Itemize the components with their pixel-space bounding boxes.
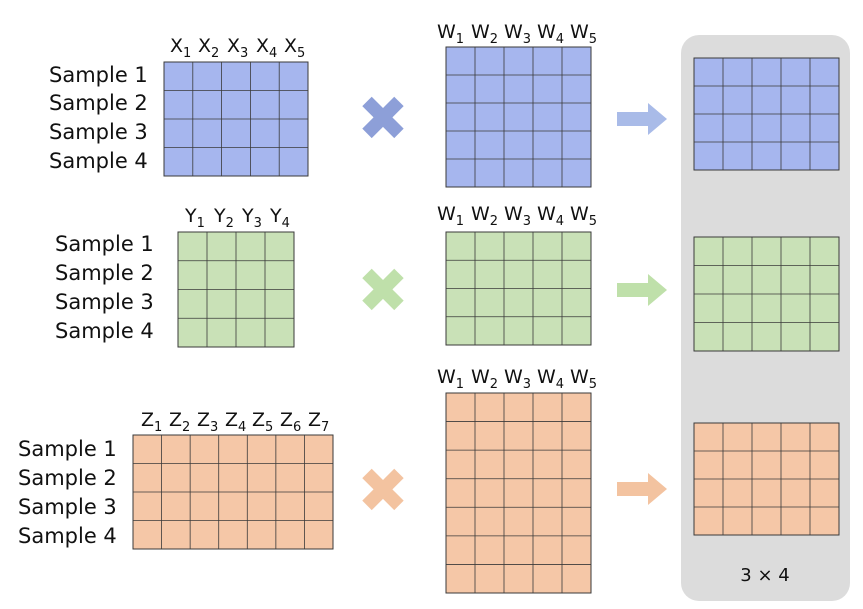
header-w-x-4: W4 — [537, 21, 564, 47]
weight-matrix-z-body — [445, 392, 592, 594]
header-y-1: Y1 — [184, 205, 205, 231]
output-matrix-x — [693, 57, 840, 171]
sample-label-x-1: Sample 1 — [49, 63, 148, 87]
sample-label-z-2: Sample 2 — [18, 466, 117, 490]
header-x-5: X5 — [284, 35, 305, 61]
sample-label-y-4: Sample 4 — [55, 319, 154, 343]
header-z-4: Z4 — [225, 409, 246, 435]
header-z-3: Z3 — [197, 409, 218, 435]
weight-matrix-x — [445, 46, 592, 188]
header-y-4: Y4 — [269, 205, 290, 231]
header-w-x-2: W2 — [471, 21, 498, 47]
input-header-y: Y1 Y2 Y3 Y4 — [184, 205, 290, 231]
multiply-icon-z: ✖ — [357, 454, 409, 527]
input-header-x: X1 X2 X3 X4 X5 — [170, 35, 305, 61]
header-x-3: X3 — [227, 35, 248, 61]
sample-label-y-2: Sample 2 — [55, 261, 154, 285]
row-y: Y1 Y2 Y3 Y4 Sample 1 Sample 2 Sample 3 S… — [55, 203, 840, 352]
header-w-y-2: W2 — [471, 203, 498, 229]
header-w-x-1: W1 — [437, 21, 464, 47]
weight-header-x: W1 W2 W3 W4 W5 — [437, 21, 597, 47]
header-w-y-4: W4 — [537, 203, 564, 229]
weight-matrix-y — [445, 231, 592, 346]
header-z-6: Z6 — [280, 409, 301, 435]
sample-label-x-2: Sample 2 — [49, 91, 148, 115]
header-z-2: Z2 — [169, 409, 190, 435]
row-x: X1 X2 X3 X4 X5 Sample 1 Sample 2 Sample … — [49, 21, 840, 188]
header-w-z-3: W3 — [504, 366, 531, 392]
multiply-icon-x: ✖ — [357, 82, 409, 155]
sample-label-x-4: Sample 4 — [49, 149, 148, 173]
header-w-x-5: W5 — [570, 21, 597, 47]
header-w-z-5: W5 — [570, 366, 597, 392]
header-y-3: Y3 — [241, 205, 262, 231]
arrow-right-icon-z — [617, 473, 667, 505]
header-w-y-3: W3 — [504, 203, 531, 229]
sample-label-x-3: Sample 3 — [49, 120, 148, 144]
header-x-4: X4 — [256, 35, 277, 61]
header-w-z-2: W2 — [471, 366, 498, 392]
weight-header-y: W1 W2 W3 W4 W5 — [437, 203, 597, 229]
input-matrix-z — [132, 434, 334, 550]
sample-label-z-1: Sample 1 — [18, 437, 117, 461]
header-w-z-4: W4 — [537, 366, 564, 392]
input-matrix-y — [177, 231, 295, 348]
weight-header-z: W1 W2 W3 W4 W5 — [437, 366, 597, 392]
row-z: Z1 Z2 Z3 Z4 Z5 Z6 Z7 Sample 1 Sample 2 S… — [18, 366, 840, 594]
header-z-1: Z1 — [141, 409, 162, 435]
header-w-y-5: W5 — [570, 203, 597, 229]
header-x-2: X2 — [198, 35, 219, 61]
multiply-icon-y: ✖ — [357, 254, 409, 327]
output-matrix-z — [693, 422, 840, 536]
header-z-7: Z7 — [308, 409, 329, 435]
input-header-z: Z1 Z2 Z3 Z4 Z5 Z6 Z7 — [141, 409, 329, 435]
output-caption: 3 × 4 — [740, 565, 789, 586]
sample-label-z-3: Sample 3 — [18, 495, 117, 519]
sample-label-z-4: Sample 4 — [18, 524, 117, 548]
weight-matrix-z — [445, 392, 592, 594]
arrow-right-icon-x — [617, 103, 667, 135]
header-y-2: Y2 — [213, 205, 234, 231]
header-w-x-3: W3 — [504, 21, 531, 47]
sample-label-y-1: Sample 1 — [55, 232, 154, 256]
output-matrix-y — [693, 236, 840, 352]
header-x-1: X1 — [170, 35, 191, 61]
sample-label-y-3: Sample 3 — [55, 290, 154, 314]
header-w-y-1: W1 — [437, 203, 464, 229]
header-w-z-1: W1 — [437, 366, 464, 392]
input-matrix-x — [163, 61, 309, 177]
header-z-5: Z5 — [252, 409, 273, 435]
weight-matrix-x-body — [445, 46, 592, 188]
arrow-right-icon-y — [617, 274, 667, 306]
